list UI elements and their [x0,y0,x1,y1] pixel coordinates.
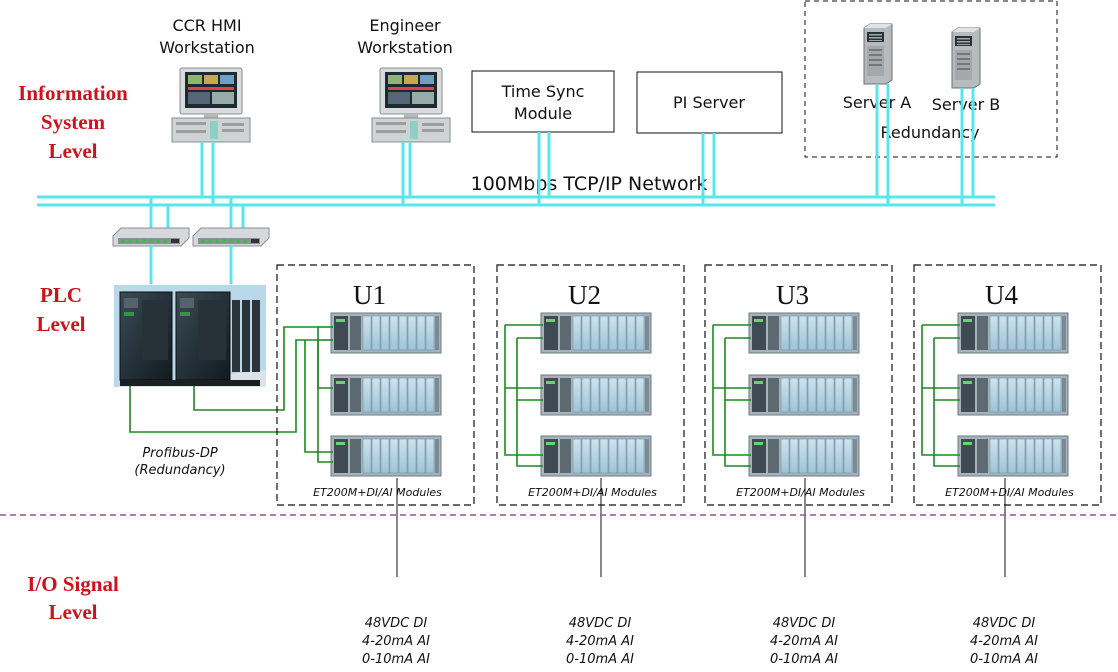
unit-1-profibus-wire-5 [304,340,333,453]
network-switch-1-icon [112,227,190,247]
level-plc-line-1: PLC [40,283,82,307]
unit-3-profibus-wire-5 [724,338,751,467]
unit-1-signal-3: 0-10mA AI [362,652,430,667]
network-label: 100Mbps TCP/IP Network [471,173,708,195]
unit-3-et200m-rack-1 [748,312,860,354]
time-sync-box [471,70,615,133]
profibus-line-a [129,339,318,433]
level-plc-line-2: Level [37,312,86,336]
unit-3-profibus-wire-2 [712,325,751,456]
engineer-computer-icon [371,67,451,143]
unit-4-et200m-rack-3 [957,435,1069,477]
ccr-hmi-computer-icon [171,67,251,143]
ccr-hmi-label-line-1: CCR HMI [172,16,241,35]
unit-2-name: U2 [568,280,601,310]
ccr-hmi-label-line-2: Workstation [159,38,255,57]
tcp-ip-network: 100Mbps TCP/IP Network [37,84,995,284]
unit-2-profibus-wire-2 [504,325,543,456]
unit-1-modules-label: ET200M+DI/AI Modules [313,486,442,499]
unit-2-box [496,264,685,506]
unit-4-box [913,264,1102,506]
engineer-label-line-2: Workstation [357,38,453,57]
unit-3-signal-1: 48VDC DI [773,616,836,631]
server-b-icon [951,27,981,89]
level-information-line-2: System [41,110,106,134]
unit-4-et200m-rack-1 [957,312,1069,354]
unit-1-name: U1 [353,280,386,310]
unit-1-et200m-rack-1 [330,312,442,354]
network-switch-2-icon [192,227,270,247]
engineer-label-line-1: Engineer [369,16,441,35]
unit-2-et200m-rack-3 [540,435,652,477]
unit-4-name: U4 [985,280,1018,310]
unit-2-et200m-rack-2 [540,374,652,416]
level-information-line-3: Level [49,139,98,163]
pi-server-box [636,71,783,134]
unit-3-et200m-rack-2 [748,374,860,416]
profibus-label-line-1: Profibus-DP [142,446,218,461]
unit-3-signal-2: 4-20mA AI [770,634,838,649]
server-redundancy-box [804,0,1058,158]
profibus-wiring [129,326,318,433]
level-io-line-1: I/O Signal [27,572,119,596]
unit-2-et200m-rack-1 [540,312,652,354]
unit-4-profibus-wire-5 [933,338,960,467]
unit-3-modules-label: ET200M+DI/AI Modules [736,486,865,499]
level-io-line-2: Level [49,600,98,624]
unit-1-box [276,264,475,506]
unit-4-signal-1: 48VDC DI [973,616,1036,631]
unit-4-modules-label: ET200M+DI/AI Modules [945,486,1074,499]
server-group: Server A Server B Redundancy [804,0,1058,158]
level-information-line-1: Information [18,81,128,105]
level-io: I/O Signal Level [27,572,119,624]
unit-2-profibus-wire-5 [516,338,543,467]
profibus-label-line-2: (Redundancy) [134,463,225,478]
redundant-plc [114,285,266,387]
unit-4-signal-3: 0-10mA AI [970,652,1038,667]
profibus-line-b [193,326,318,411]
time-sync-label-line-1: Time Sync [501,82,585,101]
pi-server-label: PI Server [673,93,745,112]
unit-1-et200m-rack-3 [330,435,442,477]
unit-4-profibus-wire-2 [921,325,960,456]
ccr-hmi-workstation: CCR HMI Workstation [159,16,255,143]
unit-3-et200m-rack-3 [748,435,860,477]
unit-1-et200m-rack-2 [330,374,442,416]
unit-2-signal-3: 0-10mA AI [566,652,634,667]
unit-2-modules-label: ET200M+DI/AI Modules [528,486,657,499]
time-sync-label-line-2: Module [514,104,572,123]
unit-4-signal-2: 4-20mA AI [970,634,1038,649]
unit-1-signal-1: 48VDC DI [365,616,428,631]
unit-1-profibus-wire-4 [317,340,333,463]
unit-2-signal-2: 4-20mA AI [566,634,634,649]
pi-server: PI Server [636,71,783,134]
unit-1-signal-2: 4-20mA AI [362,634,430,649]
unit-3-box [704,264,893,506]
unit-2-signal-1: 48VDC DI [569,616,632,631]
server-b-label: Server B [932,95,1001,114]
unit-3-name: U3 [776,280,809,310]
unit-3-signal-3: 0-10mA AI [770,652,838,667]
level-information: Information System Level [18,81,128,163]
level-plc: PLC Level [37,283,86,336]
profibus-label: Profibus-DP (Redundancy) [134,446,225,478]
server-a-icon [863,23,893,85]
unit-4-et200m-rack-2 [957,374,1069,416]
server-redundancy-label: Redundancy [880,123,979,142]
engineer-workstation: Engineer Workstation [357,16,453,143]
time-sync-module: Time Sync Module [471,70,615,133]
